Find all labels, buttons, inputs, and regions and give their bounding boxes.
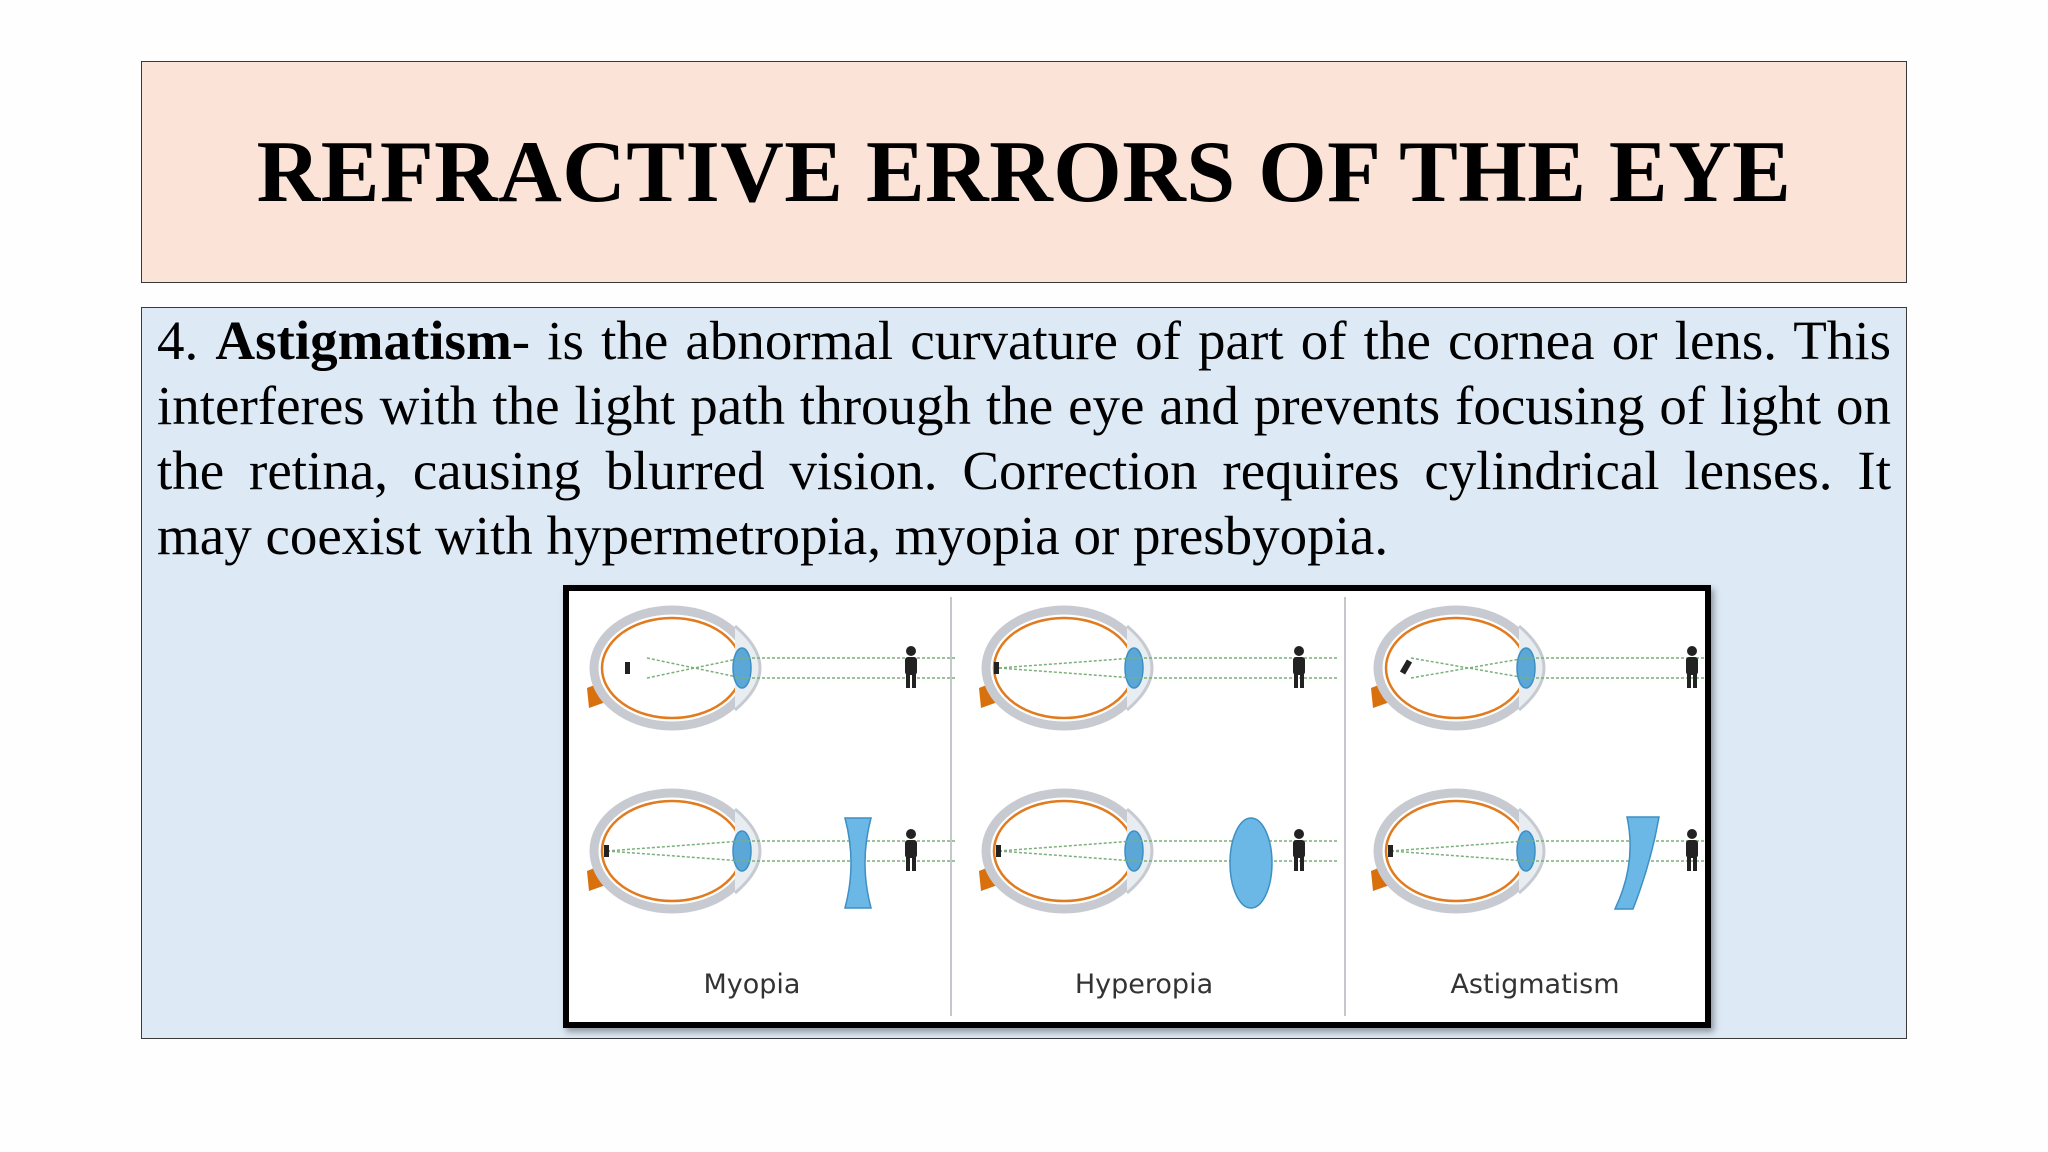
point-number: 4. xyxy=(157,310,199,371)
slide-title: REFRACTIVE ERRORS OF THE EYE xyxy=(256,123,1792,221)
cylindrical-lens xyxy=(1613,816,1660,910)
hyperopia-eye-corrected xyxy=(979,793,1339,909)
astigmatism-eye-corrected xyxy=(1371,793,1705,909)
caption-myopia: Myopia xyxy=(704,969,801,1000)
myopia-eye-uncorrected xyxy=(587,610,957,726)
convex-lens xyxy=(1229,817,1273,909)
title-banner: REFRACTIVE ERRORS OF THE EYE xyxy=(141,61,1907,283)
caption-hyperopia: Hyperopia xyxy=(1075,969,1213,1000)
astigmatism-paragraph: 4. Astigmatism- is the abnormal curvatur… xyxy=(157,308,1891,568)
eye-diagrams: Myopia Hyperopia xyxy=(569,597,1705,1016)
person-icon xyxy=(1293,829,1305,871)
person-icon xyxy=(905,829,917,871)
person-icon xyxy=(905,646,917,688)
person-icon xyxy=(1686,646,1698,688)
astigmatism-eye-uncorrected xyxy=(1371,610,1705,726)
hyperopia-eye-uncorrected xyxy=(979,610,1339,726)
refractive-errors-figure: Myopia Hyperopia xyxy=(563,585,1711,1028)
myopia-eye-corrected xyxy=(587,793,957,909)
definition-text: - is the abnormal curvature of part of t… xyxy=(157,310,1891,566)
term-astigmatism: Astigmatism xyxy=(215,310,512,371)
concave-lens xyxy=(844,817,872,909)
person-icon xyxy=(1293,646,1305,688)
person-icon xyxy=(1686,829,1698,871)
caption-astigmatism: Astigmatism xyxy=(1450,969,1619,1000)
